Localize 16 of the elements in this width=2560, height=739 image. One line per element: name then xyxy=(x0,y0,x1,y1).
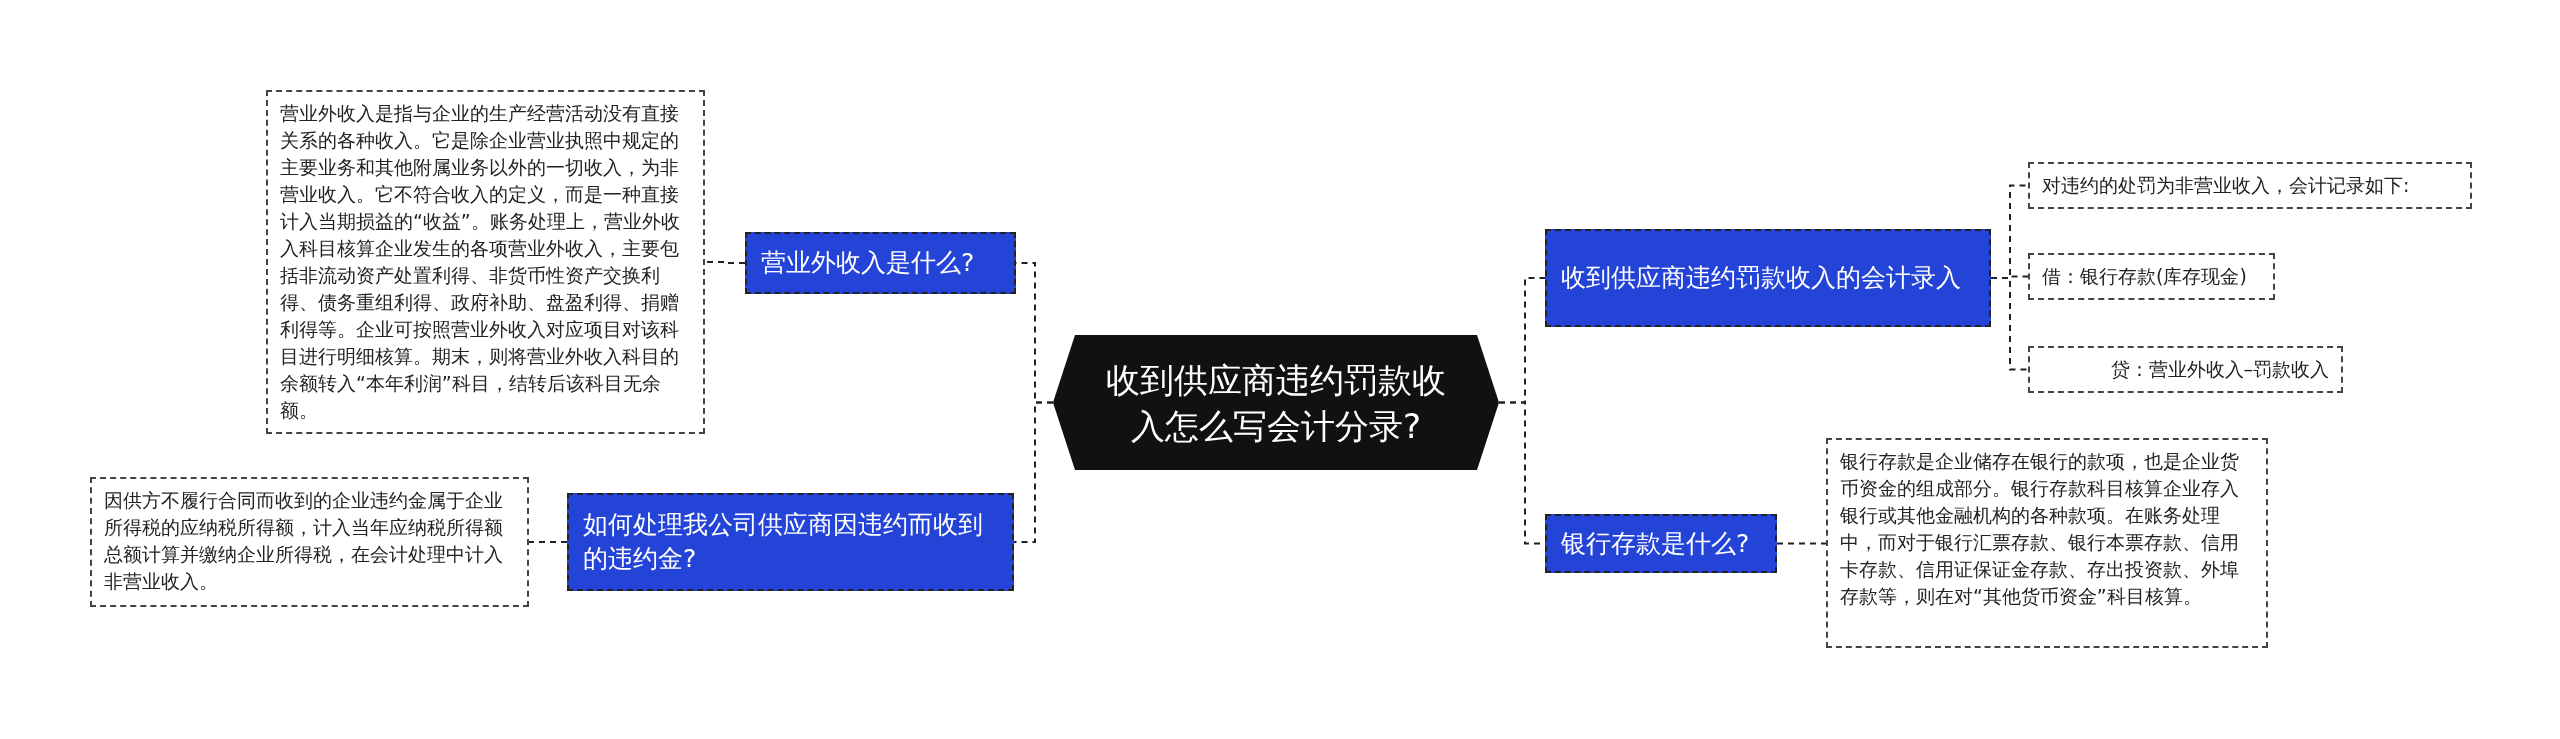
note-box: 银行存款是企业储存在银行的款项，也是企业货币资金的组成部分。银行存款科目核算企业存入银行或其他金融机构的各种款项。在账务处理中，而对于银行汇票存款、银行本票存款、信用卡存款、信用证保证金存款、存出投资款、外埠存款等，则在对“其他货币资金”科目核算。 xyxy=(1826,438,2268,648)
note-box: 因供方不履行合同而收到的企业违约金属于企业所得税的应纳税所得额，计入当年应纳税所得额总额计算并缴纳企业所得税，在会计处理中计入非营业收入。 xyxy=(90,477,529,607)
note-box: 借：银行存款(库存现金) xyxy=(2028,253,2275,300)
topic-box: 收到供应商违约罚款收入的会计录入 xyxy=(1545,229,1991,327)
connector-line xyxy=(528,541,568,543)
connector-line xyxy=(1990,277,2029,371)
central-topic: 收到供应商违约罚款收入怎么写会计分录? xyxy=(1053,335,1499,470)
note-box: 营业外收入是指与企业的生产经营活动没有直接关系的各种收入。它是除企业营业执照中规定的主要业务和其他附属业务以外的一切收入，为非营业收入。它不符合收入的定义，而是一种直接计入当期损益的“收益”。账务处理上，营业外收入科目核算企业发生的各项营业外收入，主要包括非流动资产处置利得、非货币性资产交换利得、债务重组利得、政府补助、盘盈利得、捐赠利得等。企业可按照营业外收入对应项目对该科目进行明细核算。期末，则将营业外收入科目的余额转入“本年利润”科目，结转后该科目无余额。 xyxy=(266,90,705,434)
connector-line xyxy=(1013,401,1054,543)
connector-line xyxy=(1776,542,1827,545)
note-box: 对违约的处罚为非营业收入，会计记录如下: xyxy=(2028,162,2472,209)
topic-box: 营业外收入是什么? xyxy=(745,232,1016,294)
connector-line xyxy=(704,261,746,264)
topic-box: 银行存款是什么? xyxy=(1545,514,1777,573)
topic-box: 如何处理我公司供应商因违约而收到的违约金? xyxy=(567,493,1014,591)
note-box: 贷：营业外收入–罚款收入 xyxy=(2028,346,2343,393)
